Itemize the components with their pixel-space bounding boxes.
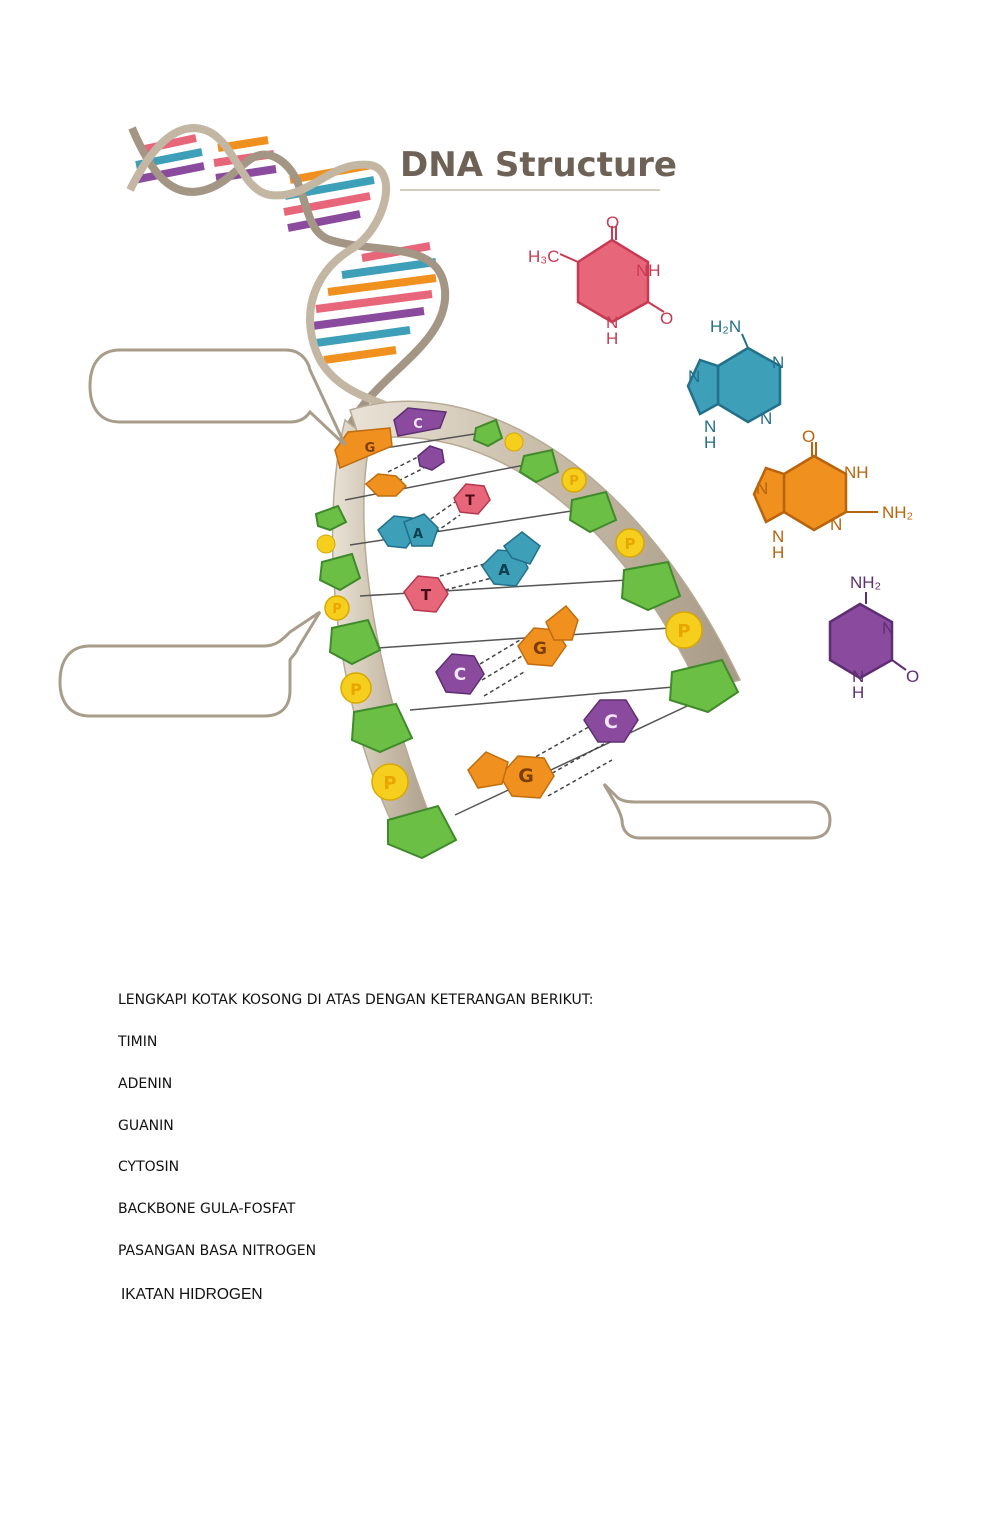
svg-text:H: H	[772, 543, 784, 562]
guanine-molecule: O NH N N N H NH₂	[752, 427, 913, 562]
sugar	[350, 702, 414, 754]
svg-text:N: N	[704, 417, 716, 436]
base-cytosine-small	[417, 445, 445, 471]
svg-text:H: H	[704, 433, 716, 452]
svg-text:G: G	[365, 441, 376, 456]
sugar	[328, 618, 382, 666]
base-guanine: G	[517, 604, 579, 667]
base-guanine: G	[467, 751, 555, 799]
term-item: CYTOSIN	[118, 1159, 180, 1175]
svg-text:N: N	[756, 479, 768, 498]
svg-text:N: N	[688, 367, 700, 386]
svg-text:T: T	[465, 493, 475, 509]
page-title: DNA Structure	[400, 145, 677, 185]
svg-text:C: C	[413, 417, 423, 432]
svg-text:N: N	[606, 313, 618, 332]
sugar	[620, 560, 682, 612]
svg-text:NH: NH	[636, 261, 661, 280]
svg-text:NH₂: NH₂	[850, 573, 881, 592]
sugar	[472, 418, 504, 448]
sugar	[668, 658, 740, 714]
dna-structure-diagram: P P P P P P G C	[58, 124, 919, 860]
phosphate-p: P	[665, 611, 703, 649]
svg-text:P: P	[350, 680, 362, 699]
callout-top-left[interactable]	[88, 348, 347, 447]
term-item: PASANGAN BASA NITROGEN	[118, 1243, 317, 1259]
svg-text:O: O	[660, 309, 673, 328]
phosphate-p: P	[324, 595, 350, 621]
svg-text:P: P	[625, 535, 636, 553]
base-thymine: T	[403, 575, 449, 613]
svg-text:C: C	[604, 711, 618, 733]
base-pairs: G C T A T A C	[334, 407, 639, 799]
svg-text:P: P	[677, 621, 690, 642]
base-guanine-small	[364, 473, 408, 497]
sugar	[314, 504, 348, 532]
callout-mid-left[interactable]	[58, 610, 322, 718]
svg-text:O: O	[802, 427, 815, 446]
phosphate-p: P	[371, 763, 409, 801]
helix-top	[126, 124, 450, 442]
sugars	[314, 418, 740, 860]
svg-text:N: N	[830, 515, 842, 534]
svg-text:N: N	[852, 667, 864, 686]
term-item: IKATAN HIDROGEN	[121, 1286, 263, 1303]
hydrogen-bonds	[387, 455, 613, 797]
svg-text:H: H	[852, 683, 864, 702]
svg-text:H₂N: H₂N	[710, 317, 741, 336]
base-cytosine: C	[435, 653, 485, 695]
term-item: ADENIN	[118, 1076, 173, 1092]
title-group: DNA Structure	[400, 145, 677, 191]
svg-text:H: H	[606, 329, 618, 348]
svg-text:H₃C: H₃C	[528, 247, 559, 266]
base-adenine: A	[377, 513, 439, 549]
instruction-text: LENGKAPI KOTAK KOSONG DI ATAS DENGAN KET…	[118, 992, 594, 1008]
phosphates: P P P P P P	[316, 432, 703, 801]
svg-text:P: P	[569, 474, 579, 489]
svg-text:P: P	[332, 602, 342, 617]
term-item: GUANIN	[118, 1118, 174, 1134]
thymine-molecule: O H₃C NH O N H	[528, 213, 673, 348]
term-item: BACKBONE GULA-FOSFAT	[118, 1201, 296, 1217]
sugar	[518, 448, 560, 484]
svg-text:P: P	[383, 773, 396, 794]
callout-bottom-right[interactable]	[602, 782, 832, 840]
svg-text:C: C	[454, 665, 466, 685]
base-thymine: T	[453, 483, 491, 515]
svg-text:T: T	[421, 586, 432, 604]
svg-text:N: N	[772, 353, 784, 372]
sugar	[387, 804, 458, 860]
svg-text:O: O	[606, 213, 619, 232]
base-adenine: A	[481, 531, 541, 587]
base-cytosine-top: C	[393, 407, 448, 437]
phosphate-p: P	[340, 672, 372, 704]
svg-text:N: N	[882, 619, 894, 638]
cytosine-molecule: NH₂ N N H O	[828, 573, 919, 702]
sugar	[318, 552, 362, 592]
base-guanine-top: G	[334, 427, 393, 470]
svg-text:G: G	[533, 639, 547, 659]
svg-text:N: N	[772, 527, 784, 546]
svg-text:N: N	[760, 409, 772, 428]
svg-text:NH: NH	[844, 463, 869, 482]
svg-text:A: A	[498, 561, 510, 579]
base-cytosine: C	[583, 699, 639, 743]
svg-text:G: G	[518, 765, 534, 787]
svg-text:O: O	[906, 667, 919, 686]
svg-text:NH₂: NH₂	[882, 503, 913, 522]
svg-text:A: A	[413, 527, 423, 542]
adenine-molecule: H₂N N N N N H	[686, 317, 784, 452]
phosphate-p: P	[615, 528, 645, 558]
sugar	[568, 490, 618, 534]
phosphate-p: P	[561, 467, 587, 493]
term-item: TIMIN	[118, 1034, 158, 1050]
